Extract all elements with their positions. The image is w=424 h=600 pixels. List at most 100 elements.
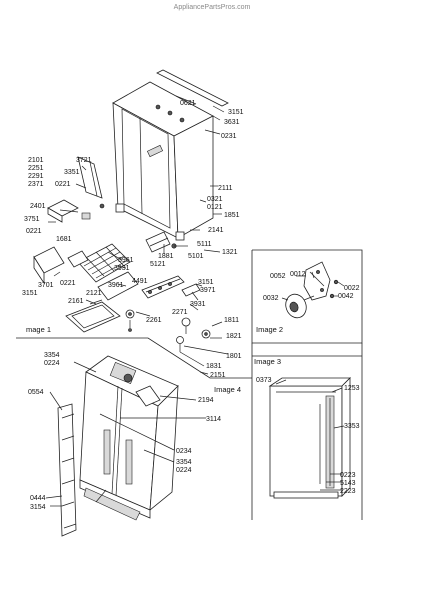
callout-5121: 5121 <box>150 261 166 268</box>
side-panel <box>57 403 77 537</box>
callout-0554: 0554 <box>28 389 44 396</box>
callout-3154: 3154 <box>30 504 46 511</box>
callout-0032: 0032 <box>263 295 279 302</box>
callout-0444: 0444 <box>30 495 46 502</box>
callout-2291: 2291 <box>28 173 44 180</box>
motor-hub <box>289 301 299 313</box>
callout-1821: 1821 <box>226 333 242 340</box>
callout-2401: 2401 <box>30 203 46 210</box>
callout-2223: 2223 <box>340 488 356 495</box>
cabinet-foot <box>175 231 185 241</box>
door-handle <box>103 429 111 475</box>
callout-2151: 2151 <box>210 372 226 379</box>
callout-0223: 0223 <box>340 472 356 479</box>
callout-2141: 2141 <box>208 227 224 234</box>
caption-image-3: Image 3 <box>254 357 281 366</box>
callout-2121: 2121 <box>86 290 102 297</box>
callout-0042: 0042 <box>338 293 354 300</box>
callout-1801: 1801 <box>226 353 242 360</box>
rear-cabinet-top <box>268 377 351 387</box>
door-handle <box>125 439 133 485</box>
image-4-panel: 3354 0224 2194 3114 0234 3354 0224 0554 … <box>16 337 252 537</box>
callout-3961: 3961 <box>108 282 124 289</box>
caption-image-2: Image 2 <box>256 325 283 334</box>
callout-3114: 3114 <box>206 416 221 423</box>
fridge-side <box>149 384 179 511</box>
callout-3931: 3931 <box>190 301 206 308</box>
drain-cover-side <box>33 255 45 285</box>
screw-hole <box>179 117 185 123</box>
callout-3751: 3751 <box>24 216 40 223</box>
callout-3353: 3353 <box>344 423 360 430</box>
mount-screw <box>329 293 335 299</box>
callout-3351: 3351 <box>64 169 80 176</box>
compressor <box>123 373 133 383</box>
callout-3721: 3721 <box>76 157 92 164</box>
motor-bracket <box>303 261 331 301</box>
side-bracket <box>77 156 103 199</box>
callouts-image-1: 0621 3151 3631 0231 2101 2251 2291 2371 … <box>22 100 244 379</box>
callout-2111: 2111 <box>218 185 233 192</box>
callout-0224: 0224 <box>176 467 192 474</box>
control-label <box>146 144 164 158</box>
callout-5111: 5111 <box>197 241 212 248</box>
callout-0621: 0621 <box>180 100 196 107</box>
screw <box>99 203 105 209</box>
callout-3961: 3961 <box>118 257 134 264</box>
callout-2194: 2194 <box>198 397 214 404</box>
callout-0052: 0052 <box>270 273 286 280</box>
callout-0221: 0221 <box>26 228 42 235</box>
callout-2101: 2101 <box>28 157 44 164</box>
callout-0321: 0321 <box>207 196 223 203</box>
callout-2261: 2261 <box>146 317 162 324</box>
callout-5101: 5101 <box>188 253 204 260</box>
callout-0221: 0221 <box>55 181 71 188</box>
callout-1831: 1831 <box>206 363 222 370</box>
cabinet-opening <box>121 108 171 229</box>
callout-0022: 0022 <box>344 285 360 292</box>
callout-2271: 2271 <box>172 309 188 316</box>
callout-2371: 2371 <box>28 181 44 188</box>
image-4-frame-top <box>16 337 252 379</box>
callout-1811: 1811 <box>224 317 239 324</box>
image-3-panel: Image 3 0373 1253 3353 0223 5143 2223 <box>251 343 363 520</box>
callout-0231: 0231 <box>221 133 237 140</box>
screw-hole <box>155 104 161 110</box>
callout-1321: 1321 <box>222 249 238 256</box>
watermark: AppliancePartsPros.com <box>174 4 251 11</box>
heater-bracket <box>67 250 89 268</box>
callout-3354: 3354 <box>44 352 60 359</box>
callout-2161: 2161 <box>68 298 84 305</box>
callout-1253: 1253 <box>344 385 360 392</box>
condenser-cover <box>135 385 161 407</box>
callout-1881: 1881 <box>158 253 174 260</box>
leader-lines-1 <box>48 95 229 375</box>
callout-3354: 3354 <box>176 459 192 466</box>
callout-0234: 0234 <box>176 448 192 455</box>
mount-screw <box>333 279 339 285</box>
callout-5143: 5143 <box>340 480 356 487</box>
callout-0012: 0012 <box>290 271 306 278</box>
small-clip-side <box>47 207 63 223</box>
screw-hole <box>167 110 173 116</box>
caption-image-4: Image 4 <box>214 385 241 394</box>
leveler-foot <box>176 336 184 344</box>
callout-1681: 1681 <box>56 236 72 243</box>
callout-3931: 3931 <box>114 265 130 272</box>
callout-0224: 0224 <box>44 360 60 367</box>
caption-image-1: mage 1 <box>26 325 51 334</box>
callout-3631: 3631 <box>224 119 240 126</box>
rail-bracket <box>145 231 171 253</box>
leveler <box>181 317 191 327</box>
callout-3151: 3151 <box>228 109 244 116</box>
bottom-hardware <box>125 231 211 352</box>
drip-pan-rim <box>71 304 115 329</box>
fastener-block <box>81 212 91 220</box>
top-trim-strip <box>156 69 229 107</box>
cabinet-right-side <box>173 115 214 239</box>
rear-base <box>273 491 339 499</box>
image-2-panel: 0052 0012 0032 0022 0042 Image 2 <box>251 249 363 344</box>
callout-1851: 1851 <box>224 212 240 219</box>
cabinet-assembly <box>112 69 229 241</box>
